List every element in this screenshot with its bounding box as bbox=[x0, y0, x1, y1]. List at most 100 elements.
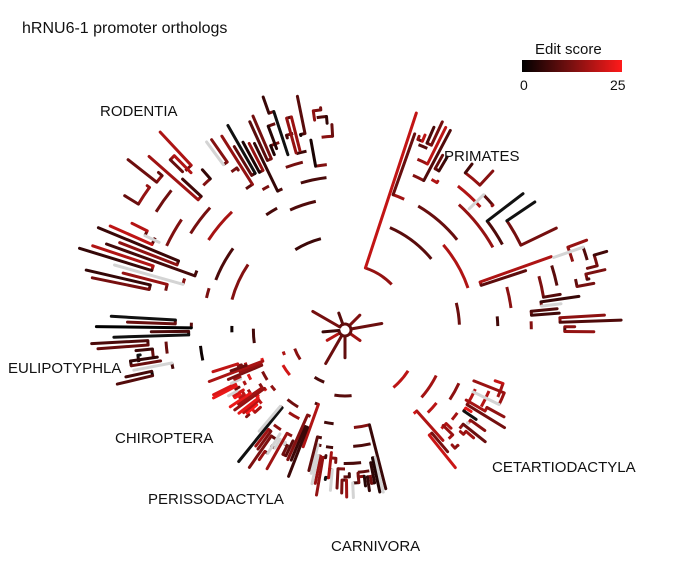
tree-branch bbox=[592, 249, 609, 257]
tree-branch bbox=[311, 109, 317, 122]
tree-branch bbox=[247, 434, 273, 469]
tree-branch bbox=[245, 403, 259, 415]
tree-branch-arc bbox=[293, 348, 302, 361]
clade-label-cetartiodactyla: CETARTIODACTYLA bbox=[492, 459, 636, 476]
tree-branch-arc bbox=[566, 246, 575, 263]
tree-branch bbox=[461, 422, 487, 444]
tree-branch-arc bbox=[288, 411, 300, 421]
tree-branch bbox=[479, 269, 528, 287]
tree-branch-arc bbox=[289, 199, 317, 212]
tree-branch bbox=[427, 433, 457, 470]
tree-branch-arc bbox=[281, 351, 286, 356]
tree-branch bbox=[367, 423, 388, 491]
tree-branch-arc bbox=[412, 173, 425, 182]
tree-branch bbox=[253, 405, 262, 414]
tree-branch bbox=[147, 155, 200, 202]
tree-branch bbox=[285, 116, 298, 155]
tree-branch bbox=[236, 363, 243, 368]
tree-branch bbox=[301, 402, 320, 449]
tree-branch bbox=[115, 374, 155, 386]
tree-branch bbox=[123, 194, 140, 206]
tree-branch-arc bbox=[137, 186, 151, 205]
tree-branch bbox=[519, 226, 558, 247]
tree-branch bbox=[266, 432, 282, 455]
tree-branch bbox=[490, 203, 495, 208]
tree-branch-arc bbox=[294, 237, 322, 251]
tree-branch bbox=[309, 443, 320, 475]
tree-branch bbox=[108, 224, 154, 246]
tree-branch-arc bbox=[454, 302, 461, 325]
tree-branch-arc bbox=[281, 364, 291, 377]
tree-branch bbox=[363, 111, 418, 270]
tree-branch bbox=[105, 242, 197, 278]
legend-max-label: 25 bbox=[610, 77, 626, 93]
tree-branch bbox=[257, 449, 267, 462]
tree-branch bbox=[285, 133, 289, 140]
tree-branch bbox=[426, 126, 448, 166]
tree-branch bbox=[132, 361, 174, 372]
tree-branch bbox=[255, 394, 260, 398]
tree-branch bbox=[229, 363, 248, 373]
tree-branch bbox=[237, 386, 264, 406]
tree-branch bbox=[373, 455, 385, 494]
tree-branch-arc bbox=[246, 373, 253, 381]
tree-branch bbox=[325, 331, 342, 342]
tree-branch-arc bbox=[214, 247, 235, 281]
tree-branch bbox=[472, 379, 506, 395]
tree-branch bbox=[158, 130, 193, 167]
tree-branch bbox=[309, 138, 318, 168]
tree-branch-arc bbox=[495, 316, 500, 327]
tree-branch bbox=[430, 431, 450, 454]
tree-branch bbox=[328, 468, 334, 492]
tree-branch bbox=[467, 193, 485, 211]
tree-branch bbox=[505, 200, 537, 223]
tree-branch bbox=[371, 456, 382, 494]
tree-branch bbox=[566, 238, 589, 249]
tree-branch bbox=[234, 385, 241, 391]
tree-branch bbox=[289, 115, 302, 152]
tree-branch bbox=[242, 398, 261, 415]
tree-branch bbox=[145, 184, 151, 189]
tree-branch bbox=[237, 396, 260, 415]
tree-branch bbox=[530, 311, 561, 317]
tree-branch bbox=[289, 425, 307, 462]
tree-branch bbox=[325, 115, 329, 125]
tree-branch bbox=[351, 481, 355, 499]
tree-branch-arc bbox=[313, 375, 325, 384]
tree-branch bbox=[281, 444, 289, 456]
tree-branch bbox=[233, 375, 242, 381]
tree-branch-arc bbox=[417, 143, 428, 150]
tree-branch bbox=[228, 391, 252, 409]
tree-branch-arc bbox=[242, 380, 248, 386]
clade-label-chiroptera: CHIROPTERA bbox=[115, 430, 213, 447]
tree-branch-arc bbox=[456, 184, 482, 209]
tree-branch bbox=[129, 355, 159, 363]
tree-branch bbox=[335, 467, 340, 490]
clade-label-primates: PRIMATES bbox=[444, 148, 520, 165]
tree-branch bbox=[181, 177, 203, 198]
tree-branch bbox=[422, 128, 452, 183]
tree-branch-arc bbox=[265, 206, 278, 217]
phylogenetic-tree bbox=[78, 94, 623, 499]
tree-branch bbox=[256, 429, 273, 451]
tree-branch-arc bbox=[321, 134, 333, 139]
tree-branch bbox=[348, 331, 362, 342]
tree-branch-arc bbox=[417, 204, 459, 241]
tree-branch bbox=[245, 413, 251, 419]
tree-branch bbox=[425, 125, 436, 145]
figure-title: hRNU6-1 promoter orthologs bbox=[22, 20, 227, 37]
tree-branch bbox=[238, 362, 263, 374]
tree-branch bbox=[238, 393, 246, 399]
tree-branch bbox=[464, 429, 476, 440]
tree-branch bbox=[211, 362, 240, 374]
legend-min-label: 0 bbox=[520, 77, 528, 93]
tree-branch bbox=[356, 471, 361, 485]
clade-label-perissodactyla: PERISSODACTYLA bbox=[148, 491, 284, 508]
tree-branch-arc bbox=[364, 266, 393, 286]
tree-branch bbox=[416, 134, 421, 141]
tree-branch bbox=[247, 142, 265, 172]
tree-branch bbox=[91, 244, 155, 268]
tree-branch bbox=[471, 390, 501, 406]
tree-branch-arc bbox=[420, 374, 438, 399]
